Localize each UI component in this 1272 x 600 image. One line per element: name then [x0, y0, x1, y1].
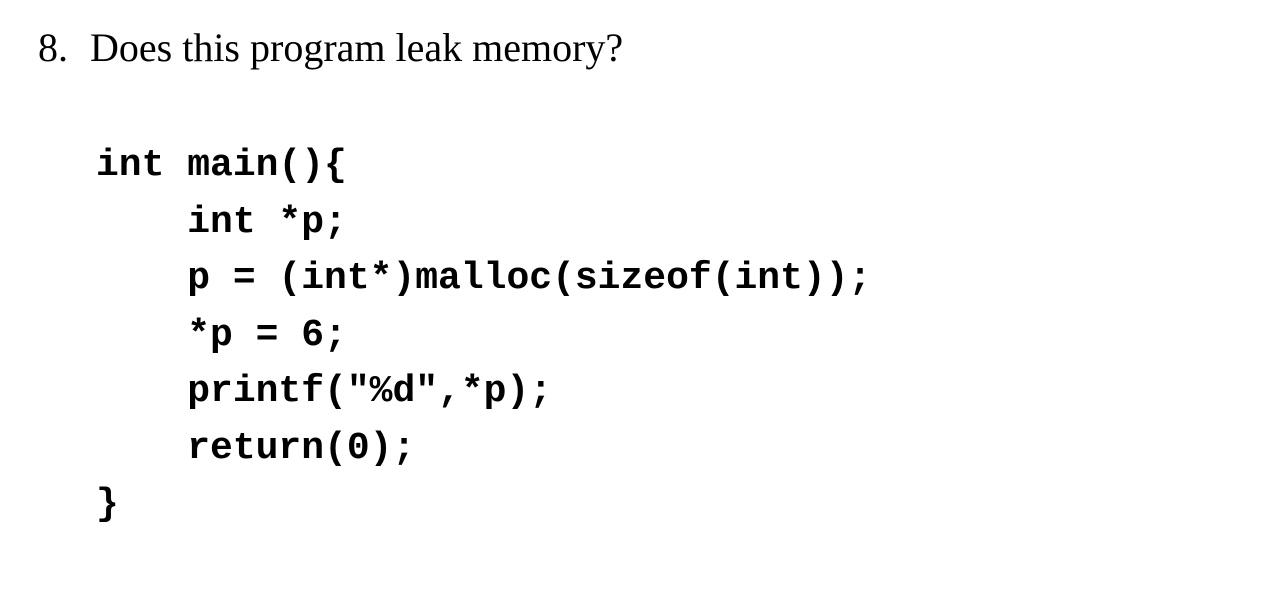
- code-line: }: [96, 483, 119, 526]
- code-line: return(0);: [96, 426, 416, 470]
- code-line: int main(){: [96, 144, 347, 187]
- code-block: int main(){ int *p; p = (int*)malloc(siz…: [96, 138, 871, 534]
- code-line: *p = 6;: [96, 313, 347, 357]
- question-number: 8.: [38, 25, 68, 70]
- question: 8. Does this program leak memory?: [38, 24, 623, 71]
- code-line: printf("%d",*p);: [96, 370, 553, 413]
- question-text: Does this program leak memory?: [90, 25, 624, 70]
- code-line: int *p;: [96, 200, 347, 244]
- code-line: p = (int*)malloc(sizeof(int));: [96, 257, 872, 300]
